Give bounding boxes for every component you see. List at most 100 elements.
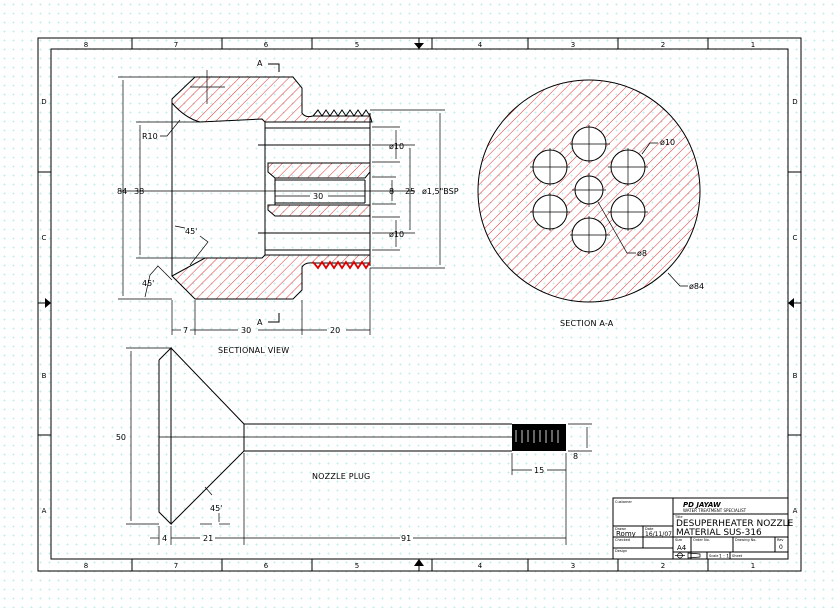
- insert-lower-hatch: [267, 204, 371, 217]
- drawing-title-line2: MATERIAL SUS-316: [676, 528, 762, 538]
- dim-thread-len: 15: [534, 466, 544, 475]
- drawn-label: Drawn: [615, 527, 626, 531]
- order-label: Order No.: [693, 538, 710, 542]
- arrow-up-icon: [414, 559, 424, 571]
- dim-head-dia: 50: [116, 433, 126, 442]
- dim-plug-chamfer: 45': [210, 504, 222, 513]
- row-label-right: B: [793, 372, 798, 380]
- col-label-bottom: 8: [84, 562, 88, 570]
- dim-bore-len: 30: [313, 192, 323, 201]
- checked-label: Checked: [615, 538, 630, 542]
- dim-hole-dia-top: ø10: [389, 142, 404, 151]
- company-tagline: WATER TREATMENT SPECIALIST: [683, 508, 747, 513]
- col-label-top: 8: [84, 41, 88, 49]
- col-label-top: 6: [264, 41, 269, 49]
- section-marker-top-label: A: [257, 59, 263, 68]
- border-frame: 8 7 6 5 4 3 2 1 8 7 6 5 4 3 2 1 D C B A …: [37, 37, 802, 572]
- body-upper-hatch: [171, 76, 373, 123]
- rev-label: Rev: [777, 538, 784, 542]
- dim-radius: R10: [142, 132, 158, 141]
- col-label-top: 1: [751, 41, 755, 49]
- dim-hole-dia: ø10: [660, 138, 675, 147]
- dim-head-thk: 4: [162, 534, 167, 543]
- dim-thread-dia: 8: [573, 452, 578, 461]
- row-label-left: B: [42, 372, 47, 380]
- row-label-left: C: [42, 234, 47, 242]
- section-marker-bottom-label: A: [257, 318, 263, 327]
- drawing-date: 16/11/07: [645, 531, 672, 538]
- nozzle-plug: 50 4 21 45' 91 15 8 NOZZLE PLUG: [116, 346, 592, 545]
- sheet-size: A4: [677, 544, 687, 552]
- column-dividers-top: [131, 38, 709, 49]
- section-aa: ø10 ø8 ø84 SECTION A-A: [477, 79, 704, 328]
- nozzle-plug-title: NOZZLE PLUG: [312, 472, 370, 481]
- drawing-title-line1: DESUPERHEATER NOZZLE: [676, 519, 794, 529]
- dim-len-chamfer: 7: [183, 326, 188, 335]
- row-label-left: D: [41, 98, 46, 106]
- section-marker-top: [268, 63, 280, 72]
- drawing-no-label: Drawing No.: [735, 538, 756, 542]
- sectional-view: A A 84 38 R10 45' 45': [117, 59, 459, 355]
- title-label: Title: [674, 515, 683, 519]
- col-label-top: 7: [174, 41, 178, 49]
- dim-shank-len: 91: [401, 534, 411, 543]
- date-label: Date: [645, 527, 653, 531]
- dim-outer-dia-aa: ø84: [689, 282, 704, 291]
- arrow-left-icon: [788, 298, 801, 308]
- dim-inner-dia: 38: [134, 187, 144, 196]
- col-label-top: 5: [355, 41, 359, 49]
- section-marker-bottom: [268, 313, 280, 323]
- title-block: Customer PD JAYAW WATER TREATMENT SPECIA…: [612, 497, 794, 560]
- plug-thread: [512, 424, 566, 451]
- col-label-top: 4: [478, 41, 483, 49]
- insert-upper-hatch: [267, 162, 371, 179]
- scale-label: Scale: [709, 554, 718, 558]
- company-logo: PD JAYAW: [683, 501, 721, 509]
- col-label-bottom: 7: [174, 562, 178, 570]
- dim-center-dia: 8: [389, 187, 394, 196]
- arrow-right-icon: [38, 298, 51, 308]
- outer-border: [37, 37, 802, 572]
- row-label-right: D: [792, 98, 797, 106]
- row-label-right: C: [793, 234, 798, 242]
- dim-pitch-dia: 25: [405, 187, 415, 196]
- thread-bottom: [312, 260, 371, 270]
- center-mark: [190, 70, 225, 104]
- size-label: Size: [675, 538, 682, 542]
- sheet-label: Sheet: [732, 554, 743, 558]
- dim-center-hole: ø8: [637, 249, 647, 258]
- body-lower-hatch: [171, 254, 371, 300]
- sectional-view-title: SECTIONAL VIEW: [218, 346, 289, 355]
- arrow-down-icon: [414, 38, 424, 49]
- first-angle-projection-icon: [675, 552, 701, 559]
- row-label-left: A: [42, 507, 47, 515]
- drawn-by: Romy: [616, 530, 636, 538]
- dim-len-thread: 20: [330, 326, 340, 335]
- thread-marks: [515, 430, 559, 443]
- revision: 0: [779, 544, 783, 551]
- col-label-bottom: 6: [264, 562, 269, 570]
- radius-leader: [160, 119, 181, 137]
- dim-chamfer-inner: 45': [185, 227, 197, 236]
- dim-thread-spec: ø1,5"BSP: [422, 187, 459, 196]
- design-label: Design: [615, 549, 627, 553]
- dim-outer-dia: 84: [117, 187, 127, 196]
- col-label-bottom: 4: [478, 562, 483, 570]
- section-aa-title: SECTION A-A: [560, 319, 614, 328]
- col-label-bottom: 1: [751, 562, 755, 570]
- customer-label: Customer: [615, 500, 633, 504]
- row-label-right: A: [793, 507, 798, 515]
- col-label-bottom: 2: [661, 562, 665, 570]
- col-label-top: 3: [571, 41, 575, 49]
- thread-top: [312, 109, 371, 117]
- dim-len-body: 30: [241, 326, 251, 335]
- scale-value: 1 : 1: [719, 554, 729, 560]
- hole-centerlines: [530, 125, 648, 254]
- dim-cone-len: 21: [203, 534, 213, 543]
- column-dividers-bottom: [131, 559, 709, 571]
- col-label-bottom: 5: [355, 562, 359, 570]
- row-dividers: [38, 171, 801, 436]
- dim-hole-dia-bottom: ø10: [389, 230, 404, 239]
